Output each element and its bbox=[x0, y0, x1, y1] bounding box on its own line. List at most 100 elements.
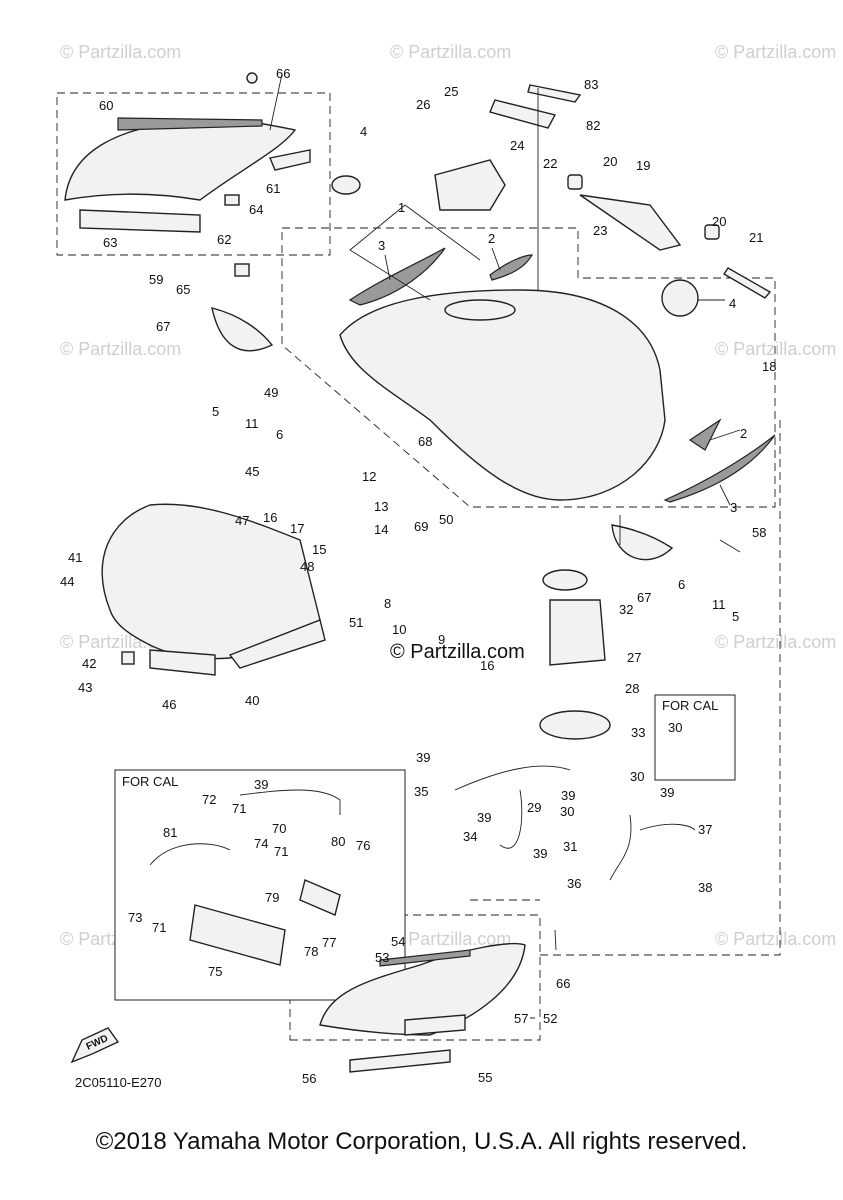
callout-label: 18 bbox=[762, 359, 776, 374]
callout-label: 39 bbox=[416, 750, 430, 765]
callout-label: 2 bbox=[488, 231, 495, 246]
cover-67-left bbox=[211, 307, 274, 352]
panel-40 bbox=[228, 619, 326, 669]
watermark: © Partzilla.com bbox=[390, 929, 511, 949]
callout-label: 71 bbox=[274, 844, 288, 859]
callout-label: 69 bbox=[414, 519, 428, 534]
callout-label: 64 bbox=[249, 202, 263, 217]
callout-label: 66 bbox=[276, 66, 290, 81]
callout-label: 42 bbox=[82, 656, 96, 671]
callout-label: 59 bbox=[149, 272, 163, 287]
for-cal-fitting-box bbox=[654, 694, 736, 781]
callout-label: 48 bbox=[300, 559, 314, 574]
callout-label: 19 bbox=[636, 158, 650, 173]
side-cover-left-group bbox=[56, 92, 331, 256]
watermark: © Partzilla.com bbox=[60, 339, 181, 359]
leader-dashes bbox=[470, 415, 781, 956]
callout-label: 4 bbox=[360, 124, 367, 139]
callout-label: 39 bbox=[561, 788, 575, 803]
pad-56 bbox=[349, 1049, 451, 1073]
for-cal-canister-box bbox=[114, 769, 406, 1001]
fuel-cap-opening bbox=[444, 299, 516, 321]
for-cal-label: FOR CAL bbox=[122, 774, 178, 789]
label-82 bbox=[489, 99, 557, 129]
hose-81 bbox=[149, 843, 231, 866]
callout-label: 30 bbox=[630, 769, 644, 784]
callout-label: 39 bbox=[660, 785, 674, 800]
copyright-notice: ©2018 Yamaha Motor Corporation, U.S.A. A… bbox=[95, 1128, 748, 1155]
callout-label: 70 bbox=[272, 821, 286, 836]
callout-label: 20 bbox=[712, 214, 726, 229]
callout-label: 32 bbox=[619, 602, 633, 617]
cover-4-right bbox=[661, 279, 699, 317]
callout-label: 54 bbox=[391, 934, 405, 949]
callout-label: 14 bbox=[374, 522, 388, 537]
callout-label: 57 bbox=[514, 1011, 528, 1026]
lower-cowl bbox=[101, 503, 321, 660]
emblem-2-right bbox=[688, 418, 722, 451]
callout-label: 16 bbox=[263, 510, 277, 525]
pad-63 bbox=[79, 209, 201, 233]
callout-label: 9 bbox=[438, 632, 445, 647]
callout-label: 33 bbox=[631, 725, 645, 740]
callout-label: 8 bbox=[384, 596, 391, 611]
hose-34 bbox=[499, 789, 523, 849]
callout-label: 53 bbox=[375, 950, 389, 965]
strip-53 bbox=[379, 949, 471, 967]
fwd-arrow: FWD bbox=[70, 1027, 120, 1064]
callout-label: 16 bbox=[480, 658, 494, 673]
callout-label: 6 bbox=[276, 427, 283, 442]
callout-label: 60 bbox=[99, 98, 113, 113]
pad-55 bbox=[404, 1014, 466, 1036]
callout-label: 67 bbox=[637, 590, 651, 605]
callout-label: 63 bbox=[103, 235, 117, 250]
callout-label: 5 bbox=[212, 404, 219, 419]
emblem-3-left bbox=[348, 247, 446, 306]
callout-label: 58 bbox=[752, 525, 766, 540]
emblem-3-right bbox=[663, 434, 776, 503]
callout-label: 47 bbox=[235, 513, 249, 528]
callout-label: 5 bbox=[732, 609, 739, 624]
hose-70 bbox=[239, 789, 341, 815]
callout-label: 3 bbox=[378, 238, 385, 253]
watermark: © Partzilla.com bbox=[60, 42, 181, 62]
fuel-tank bbox=[339, 289, 666, 501]
callout-label: 44 bbox=[60, 574, 74, 589]
callout-label: 11 bbox=[712, 597, 726, 612]
cover-67-right bbox=[611, 524, 674, 561]
for-cal-label: FOR CAL bbox=[662, 698, 718, 713]
leader bbox=[698, 299, 741, 506]
callout-label: 26 bbox=[416, 97, 430, 112]
callout-label: 15 bbox=[312, 542, 326, 557]
callout-label: 81 bbox=[163, 825, 177, 840]
callout-label: 2 bbox=[740, 426, 747, 441]
center-watermark: © Partzilla.com bbox=[390, 641, 525, 663]
damper-20 bbox=[567, 174, 583, 190]
fuel-cap-24 bbox=[434, 159, 506, 211]
callout-label: 38 bbox=[698, 880, 712, 895]
watermark: © Partzilla.com bbox=[715, 339, 836, 359]
leader-1 bbox=[349, 204, 481, 301]
label-83 bbox=[527, 84, 582, 103]
leader bbox=[619, 515, 741, 553]
emblem-2-left bbox=[489, 254, 534, 281]
parts-diagram: © Partzilla.com © Partzilla.com © Partzi… bbox=[56, 42, 836, 1090]
watermark: © Partzilla.com bbox=[715, 929, 836, 949]
catalog-code: 2C05110-E270 bbox=[75, 1075, 162, 1090]
callout-label: 35 bbox=[414, 784, 428, 799]
callout-label: 82 bbox=[586, 118, 600, 133]
callout-label: 80 bbox=[331, 834, 345, 849]
callout-label: 51 bbox=[349, 615, 363, 630]
callout-label: 77 bbox=[322, 935, 336, 950]
callout-label: 31 bbox=[563, 839, 577, 854]
canister-75 bbox=[189, 904, 286, 966]
side-cover-right bbox=[319, 943, 526, 1036]
watermark: © Partzilla.com bbox=[715, 632, 836, 652]
callout-label: 55 bbox=[478, 1070, 492, 1085]
callout-label: 10 bbox=[392, 622, 406, 637]
callout-label: 21 bbox=[749, 230, 763, 245]
callout-label: 22 bbox=[543, 156, 557, 171]
callout-label: 71 bbox=[232, 801, 246, 816]
watermark: © Partzilla.com bbox=[715, 42, 836, 62]
callout-label: 74 bbox=[254, 836, 268, 851]
